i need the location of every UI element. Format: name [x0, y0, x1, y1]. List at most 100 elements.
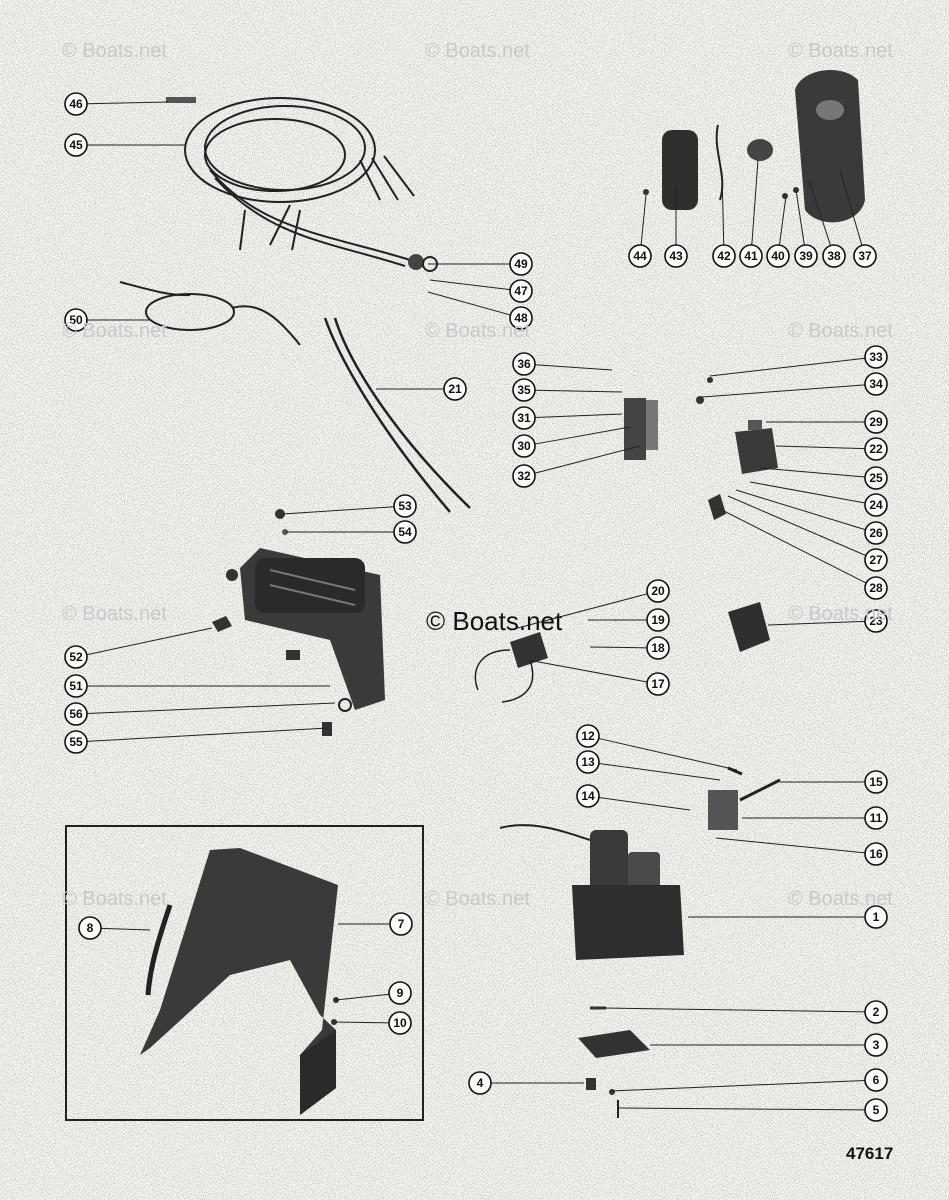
callout-circle [512, 406, 536, 430]
callout-circle [468, 1071, 492, 1095]
pump-reservoir-1 [499, 824, 684, 960]
callout-49: 49 [428, 252, 533, 276]
callout-circle [388, 1011, 412, 1035]
leader-line [509, 593, 648, 631]
watermark: © Boats.net [62, 40, 167, 62]
callout-number: 23 [869, 614, 883, 628]
callout-circle [576, 724, 600, 748]
leader-line [282, 506, 395, 515]
callout-circle [509, 252, 533, 276]
callout-number: 40 [771, 249, 785, 263]
screw-55 [322, 722, 332, 736]
callout-circle [864, 576, 888, 600]
callout-30: 30 [512, 426, 631, 458]
harness-tag [166, 97, 196, 103]
callout-number: 29 [869, 415, 883, 429]
callout-circle [389, 912, 413, 936]
callout-45: 45 [64, 133, 186, 157]
leader-line [598, 737, 738, 771]
callout-circle [576, 784, 600, 808]
leader-line [333, 1021, 390, 1024]
callout-circle [853, 244, 877, 268]
callout-8: 8 [78, 916, 151, 940]
leader-line [775, 445, 866, 450]
leader-line [717, 507, 867, 584]
callout-circle [443, 377, 467, 401]
callout-4: 4 [468, 1071, 584, 1095]
callout-circle [64, 308, 88, 332]
leader-line [427, 291, 511, 316]
callout-34: 34 [701, 372, 888, 398]
callout-56: 56 [64, 702, 336, 726]
callout-33: 33 [709, 345, 888, 377]
callout-41: 41 [739, 159, 763, 268]
callout-number: 51 [69, 679, 83, 693]
callout-circle [864, 1068, 888, 1092]
callout-circle [78, 916, 102, 940]
leader-line [598, 797, 691, 811]
leader-line [709, 357, 866, 377]
bracket-32-face [646, 400, 658, 450]
callout-number: 24 [869, 498, 883, 512]
callout-6: 6 [609, 1068, 888, 1092]
watermark: © Boats.net [425, 40, 530, 62]
callout-number: 5 [873, 1103, 880, 1117]
callout-circle [646, 672, 670, 696]
callout-number: 12 [581, 729, 595, 743]
callout-circle [393, 494, 417, 518]
callout-number: 52 [69, 650, 83, 664]
callout-number: 36 [517, 357, 531, 371]
callout-20: 20 [509, 579, 670, 631]
solenoid-22 [735, 428, 778, 474]
callout-38: 38 [809, 182, 846, 268]
callout-17: 17 [527, 659, 670, 696]
callout-circle [864, 410, 888, 434]
callout-circle [512, 434, 536, 458]
part-54 [282, 529, 288, 535]
callout-number: 13 [581, 755, 595, 769]
manifold-3 [578, 1030, 650, 1058]
mounting-bracket-7 [140, 848, 338, 1115]
plate-11 [708, 790, 738, 830]
callout-circle [512, 352, 536, 376]
callout-circle [64, 645, 88, 669]
callout-21: 21 [376, 377, 467, 401]
callout-circle [864, 345, 888, 369]
callout-12: 12 [576, 724, 738, 771]
part-53 [275, 509, 285, 519]
inset-frame [65, 825, 424, 1121]
solenoid-22-terminal [748, 420, 762, 430]
watermark: © Boats.net [425, 320, 530, 342]
callout-number: 1 [873, 910, 880, 924]
callout-27: 27 [727, 495, 888, 572]
fitting-52 [212, 616, 232, 632]
callout-circle [864, 493, 888, 517]
callout-number: 9 [397, 986, 404, 1000]
callout-28: 28 [717, 507, 888, 600]
watermark-center: © Boats.net [426, 606, 563, 636]
callout-number: 48 [514, 311, 528, 325]
callout-number: 15 [869, 775, 883, 789]
callout-number: 31 [517, 411, 531, 425]
switch-23 [728, 602, 770, 652]
callout-number: 56 [69, 707, 83, 721]
leader-line [86, 627, 213, 656]
callout-52: 52 [64, 627, 213, 669]
callout-14: 14 [576, 784, 691, 811]
callout-circle [864, 905, 888, 929]
leader-line [759, 467, 866, 478]
callout-circle [388, 981, 412, 1005]
callout-5: 5 [617, 1098, 888, 1122]
leader-line [778, 195, 787, 246]
callout-circle [64, 674, 88, 698]
leader-line [749, 481, 866, 504]
callout-15: 15 [780, 770, 888, 794]
callout-number: 34 [869, 377, 883, 391]
leader-line [86, 101, 169, 105]
wiring-harness [184, 97, 415, 267]
callout-circle [646, 636, 670, 660]
cap-41 [747, 139, 773, 161]
callout-number: 37 [858, 249, 872, 263]
callout-32: 32 [512, 445, 641, 488]
